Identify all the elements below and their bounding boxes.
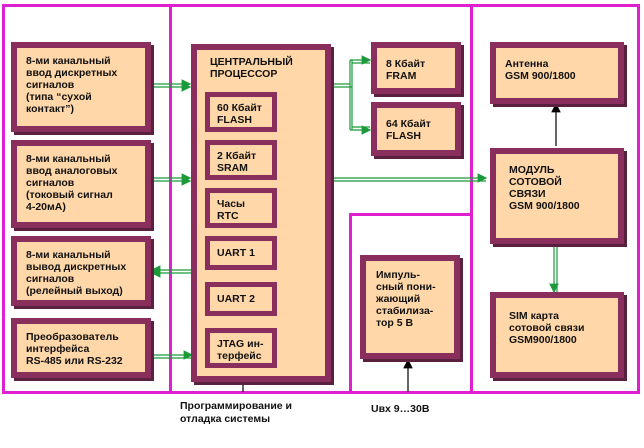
power-panel-title: Блок питания bbox=[373, 233, 453, 245]
cpu-rtc-label: Часы RTC bbox=[217, 198, 246, 222]
power-panel bbox=[349, 213, 473, 394]
external-panel-title: Интерфейс с внешними устройствами bbox=[11, 10, 147, 34]
discrete-input-block: 8-ми канальный ввод дискретных сигналов … bbox=[11, 42, 151, 132]
cpu-sram-label: 2 Кбайт SRAM bbox=[217, 150, 257, 174]
cpu-sram-block: 2 Кбайт SRAM bbox=[205, 140, 277, 180]
discrete-output-block: 8-ми канальный вывод дискретных сигналов… bbox=[11, 236, 151, 306]
cpu-flash-label: 60 Кбайт FLASH bbox=[217, 102, 262, 126]
antenna-label: Антенна GSM 900/1800 bbox=[505, 58, 576, 82]
gsm-module-block: МОДУЛЬ СОТОВОЙ СВЯЗИ GSM 900/1800 bbox=[490, 148, 624, 244]
discrete-output-label: 8-ми канальный вывод дискретных сигналов… bbox=[26, 249, 127, 297]
interface-converter-block: Преобразователь интерфейса RS-485 или RS… bbox=[11, 318, 151, 378]
supply-voltage-label: Uвх 9…30В bbox=[371, 403, 430, 415]
gsm-panel bbox=[470, 4, 640, 394]
cpu-title: ЦЕНТРАЛЬНЫЙ ПРОЦЕССОР bbox=[210, 56, 293, 80]
discrete-input-label: 8-ми канальный ввод дискретных сигналов … bbox=[26, 55, 118, 115]
fram-label: 8 Кбайт FRAM bbox=[386, 58, 426, 82]
cpu-flash-block: 60 Кбайт FLASH bbox=[205, 92, 277, 132]
cpu-jtag-label: JTAG ин- терфейс bbox=[217, 338, 264, 362]
sim-card-block: SIM карта сотовой связи GSM900/1800 bbox=[490, 292, 624, 378]
analog-input-label: 8-ми канальный ввод аналоговых сигналов … bbox=[26, 153, 118, 213]
power-stabilizer-label: Импуль- сный пони- жающий стабилиза- тор… bbox=[376, 269, 436, 329]
cpu-uart1-block: UART 1 bbox=[205, 236, 277, 270]
flash64-label: 64 Кбайт FLASH bbox=[386, 118, 431, 142]
controller-panel-title: Управляющий контроллер bbox=[204, 12, 356, 24]
power-stabilizer-block: Импуль- сный пони- жающий стабилиза- тор… bbox=[360, 255, 460, 359]
cpu-jtag-block: JTAG ин- терфейс bbox=[205, 328, 277, 368]
gsm-module-label: МОДУЛЬ СОТОВОЙ СВЯЗИ GSM 900/1800 bbox=[509, 164, 580, 212]
programming-label: Программирование и отладка системы bbox=[180, 400, 292, 425]
gsm-panel-title: GSM интерфейс сотовой связи bbox=[482, 10, 627, 34]
fram-block: 8 Кбайт FRAM bbox=[371, 42, 461, 94]
cpu-uart2-label: UART 2 bbox=[217, 293, 255, 305]
flash64-block: 64 Кбайт FLASH bbox=[371, 102, 461, 156]
antenna-block: Антенна GSM 900/1800 bbox=[490, 42, 624, 104]
analog-input-block: 8-ми канальный ввод аналоговых сигналов … bbox=[11, 140, 151, 228]
sim-card-label: SIM карта сотовой связи GSM900/1800 bbox=[509, 310, 585, 346]
interface-converter-label: Преобразователь интерфейса RS-485 или RS… bbox=[26, 331, 123, 367]
cpu-rtc-block: Часы RTC bbox=[205, 188, 277, 228]
cpu-uart2-block: UART 2 bbox=[205, 282, 277, 316]
cpu-uart1-label: UART 1 bbox=[217, 247, 255, 259]
